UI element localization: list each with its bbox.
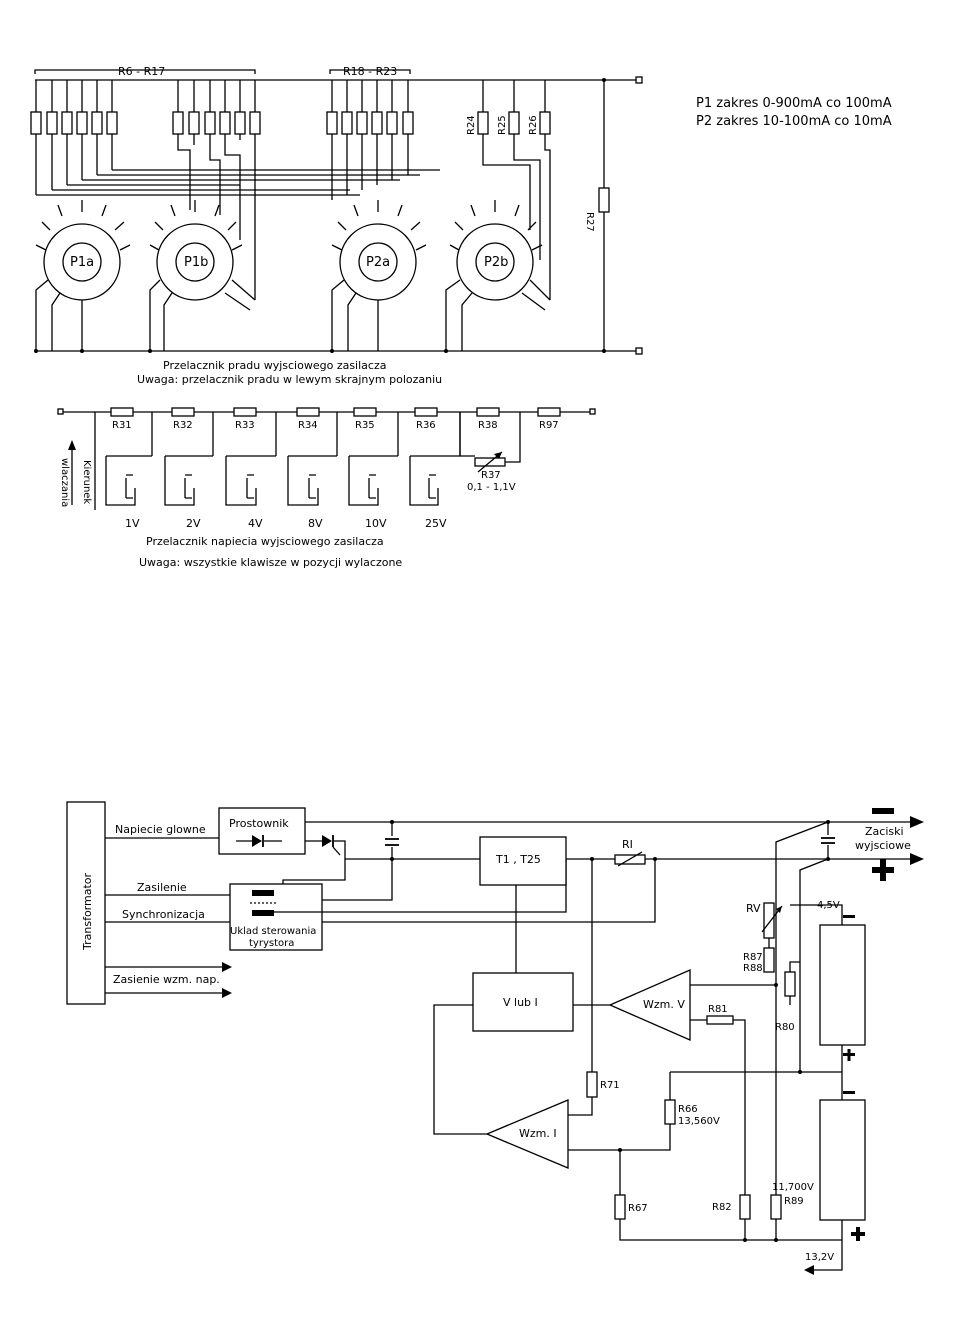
rectifier-label: Prostownik — [229, 817, 289, 830]
label-r27: R27 — [584, 212, 595, 232]
label-r26: R26 — [528, 115, 539, 135]
rotary-switch-p2b: P2b — [445, 200, 551, 351]
amp-i-label: Wzm. I — [519, 1127, 557, 1140]
resistor-bank-r18-r23 — [326, 80, 414, 200]
label-4-5v: 4,5V — [817, 900, 840, 911]
bracket-r18-r23: R18 - R23 — [343, 65, 397, 78]
transformer-label: Transformator — [81, 873, 94, 951]
voltage-amplifier — [608, 969, 691, 1041]
label-r25: R25 — [497, 115, 508, 135]
label-r82: R82 — [712, 1202, 732, 1213]
voltage-switch-section: R31 R32 R33 R34 R35 R36 R38 R97 1V 2V 4V… — [57, 407, 596, 569]
block-diagram-section: Transformator Napiecie glowne Zasilenie … — [66, 801, 924, 1275]
rotary-switch-p1b: P1b — [149, 200, 256, 351]
plus-terminal-sign — [872, 859, 894, 881]
key-2v: 2V — [186, 517, 201, 530]
terminal-bottom — [635, 347, 643, 355]
label-r66: R66 — [678, 1104, 698, 1115]
label-r24: R24 — [466, 115, 477, 135]
label-r80: R80 — [775, 1022, 795, 1033]
direction-arrow: Kierunek wlaczania — [59, 440, 92, 507]
current-switch-section: R6 - R17 R18 - R23 — [30, 65, 643, 386]
label-r38: R38 — [478, 420, 498, 431]
label-amp-supply: Zasienie wzm. nap. — [113, 973, 220, 986]
rectifier-block — [218, 807, 306, 855]
thyristor-control-label-2: tyrystora — [249, 938, 294, 949]
label-r89-voltage: 11,700V — [772, 1182, 814, 1193]
label-r33: R33 — [235, 420, 255, 431]
terminals-label-1: Zaciski — [865, 825, 904, 838]
transformer-block — [66, 801, 106, 1005]
battery-4-5v — [819, 924, 866, 1046]
current-switch-caption: Przelacznik pradu wyjsciowego zasilacza — [163, 359, 386, 372]
thyristor-control-label-1: Uklad sterowania — [230, 926, 316, 937]
resistor-r27: R27 — [584, 78, 610, 353]
label-13-2v: 13,2V — [805, 1252, 834, 1263]
label-r35: R35 — [355, 420, 375, 431]
label-rv: RV — [746, 902, 761, 915]
bracket-r6-r17: R6 - R17 — [118, 65, 165, 78]
key-8v: 8V — [308, 517, 323, 530]
key-switches: 1V 2V 4V 8V 10V 25V — [94, 412, 461, 530]
resistor-bank-r6-r11 — [30, 80, 118, 195]
resistor-bank-r12-r17 — [172, 80, 261, 300]
v-or-i-block — [472, 972, 574, 1032]
label-r66-voltage: 13,560V — [678, 1116, 720, 1127]
current-amplifier — [485, 1099, 569, 1169]
key-10v: 10V — [365, 517, 387, 530]
range-p2: P2 zakres 10-100mA co 10mA — [696, 114, 892, 129]
rotary-switch-p2a: P2a — [331, 200, 427, 351]
voltage-switch-caption: Przelacznik napiecia wyjsciowego zasilac… — [146, 535, 384, 548]
label-r88: R88 — [743, 963, 763, 974]
label-p1a: P1a — [70, 255, 94, 270]
terminals-label-2: wyjsciowe — [855, 839, 911, 852]
label-r34: R34 — [298, 420, 318, 431]
rotary-switch-p1a: P1a — [35, 200, 131, 351]
label-sync: Synchronizacja — [122, 908, 205, 921]
label-r37: R37 — [481, 470, 501, 481]
label-p2b: P2b — [484, 255, 508, 270]
label-r36: R36 — [416, 420, 436, 431]
label-p2a: P2a — [366, 255, 390, 270]
label-r81: R81 — [708, 1004, 728, 1015]
direction-label-2: wlaczania — [59, 458, 70, 507]
label-r32: R32 — [173, 420, 193, 431]
resistors-r24-r26: R24 R25 R26 — [466, 80, 551, 300]
label-r87: R87 — [743, 952, 763, 963]
v-or-i-label: V lub I — [503, 996, 538, 1009]
label-r89: R89 — [784, 1196, 804, 1207]
label-main-voltage: Napiecie glowne — [115, 823, 206, 836]
label-r67: R67 — [628, 1203, 648, 1214]
label-r71: R71 — [600, 1080, 620, 1091]
current-switch-note: Uwaga: przelacznik pradu w lewym skrajny… — [137, 373, 442, 386]
voltage-switch-note: Uwaga: wszystkie klawisze w pozycji wyla… — [139, 556, 402, 569]
transistors-block — [479, 836, 567, 886]
battery-13-2v — [819, 1099, 866, 1221]
minus-terminal-sign — [872, 808, 894, 814]
direction-label-1: Kierunek — [81, 460, 92, 504]
key-1v: 1V — [125, 517, 140, 530]
terminal-top — [635, 76, 643, 84]
key-25v: 25V — [425, 517, 447, 530]
r37-range: 0,1 - 1,1V — [467, 482, 516, 493]
potentiometer-r37: R37 0,1 - 1,1V — [459, 412, 521, 493]
range-p1: P1 zakres 0-900mA co 100mA — [696, 96, 892, 111]
label-r31: R31 — [112, 420, 132, 431]
amp-v-label: Wzm. V — [643, 998, 685, 1011]
label-p1b: P1b — [184, 255, 208, 270]
label-supply: Zasilenie — [137, 881, 187, 894]
key-4v: 4V — [248, 517, 263, 530]
thyristor-control-block — [229, 883, 323, 951]
label-r97: R97 — [539, 420, 559, 431]
label-ri: RI — [622, 838, 633, 851]
transistors-label: T1 , T25 — [495, 853, 541, 866]
